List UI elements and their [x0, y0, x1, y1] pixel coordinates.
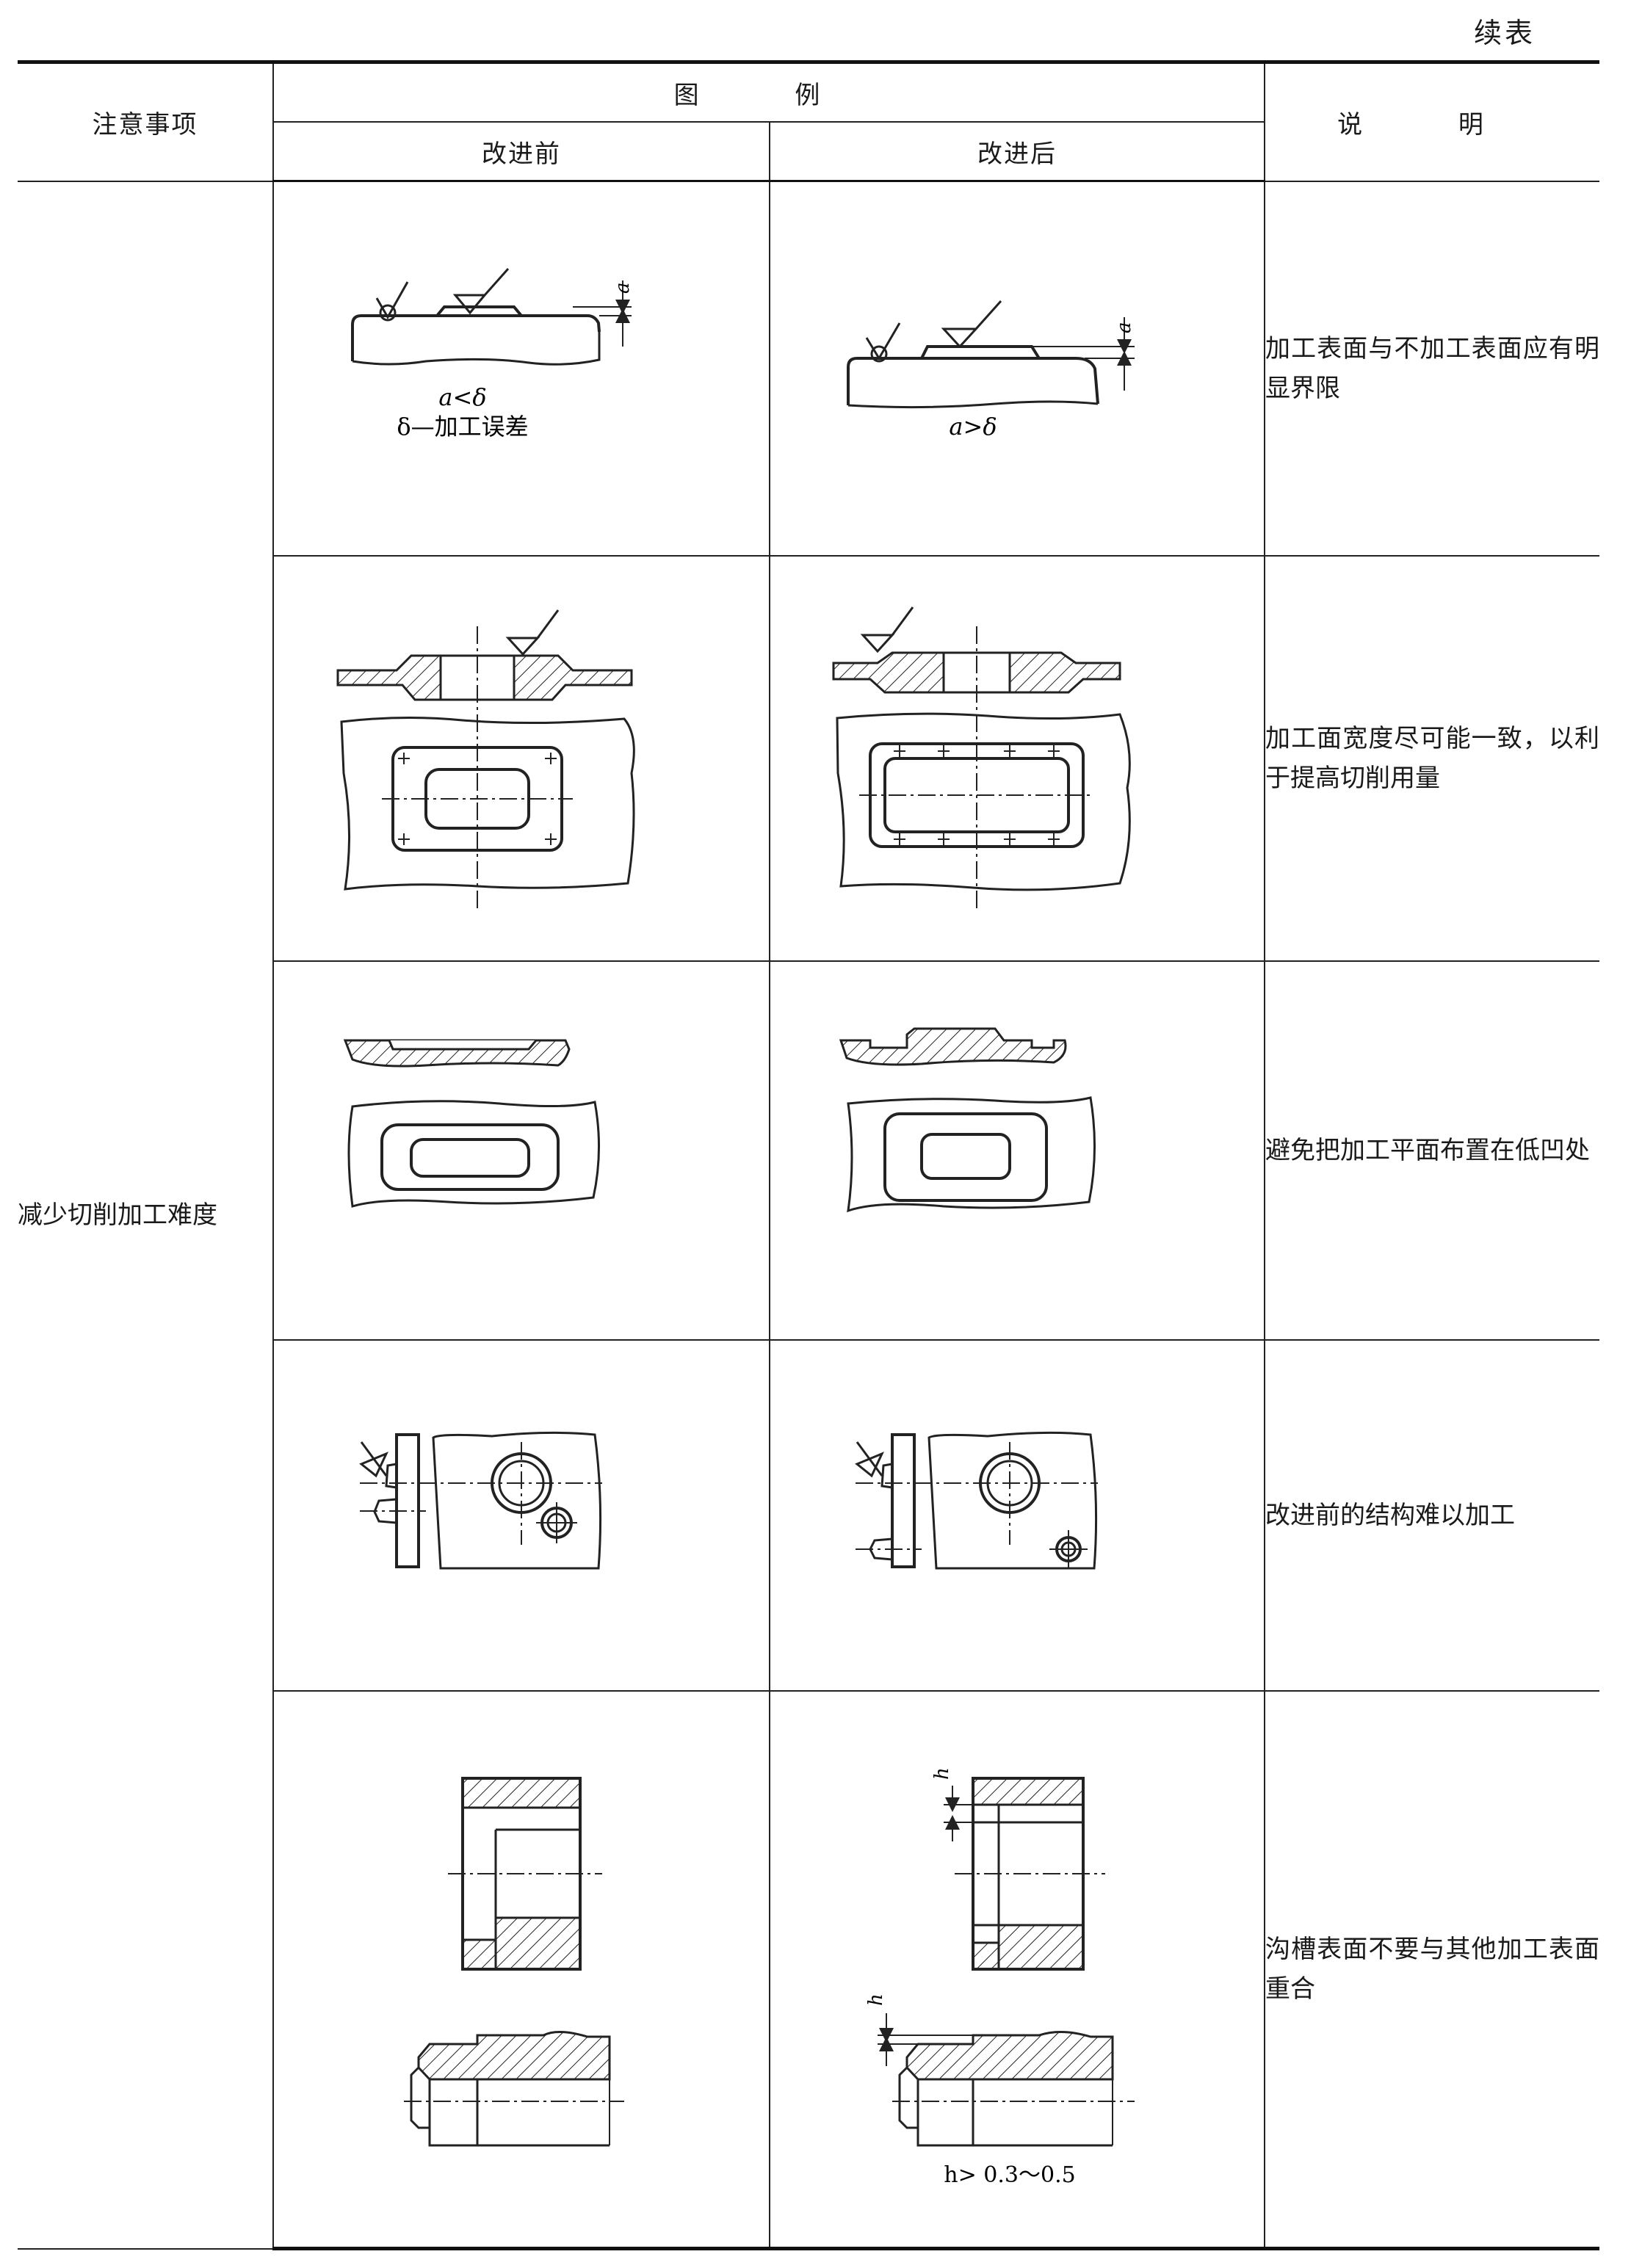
row3-note: 避免把加工平面布置在低凹处 — [1264, 960, 1599, 1341]
row1-before-dim: a — [612, 282, 634, 294]
row5-after-figure: h h h> 0.3～0.5 — [769, 1689, 1265, 2250]
row5-before-figure — [273, 1689, 770, 2250]
category-label: 减少切削加工难度 — [18, 180, 274, 2250]
header-after: 改进后 — [769, 121, 1265, 182]
row5-after-dim-1: h — [931, 1767, 953, 1780]
row1-before-figure: a a<δ δ—加工误差 — [272, 180, 770, 557]
header-note: 说 明 — [1264, 60, 1599, 182]
row1-note: 加工表面与不加工表面应有明显界限 — [1264, 180, 1599, 557]
continued-label: 续表 — [1473, 17, 1536, 49]
row4-after-figure — [769, 1338, 1265, 1692]
row2-note: 加工面宽度尽可能一致，以利于提高切削用量 — [1264, 554, 1599, 962]
row3-before-figure — [273, 960, 770, 1341]
row5-note: 沟槽表面不要与其他加工表面重合 — [1264, 1689, 1599, 2250]
row1-before-caption-1: a<δ — [438, 383, 486, 411]
row4-before-figure — [273, 1338, 770, 1692]
row5-after-dim-2: h — [865, 1993, 887, 2006]
header-figure: 图 例 — [272, 60, 1265, 123]
header-item: 注意事项 — [18, 60, 274, 182]
row5-after-caption: h> 0.3～0.5 — [944, 2162, 1075, 2188]
row2-before-figure — [273, 554, 770, 962]
row1-after-dim: a — [1113, 322, 1135, 333]
row4-note: 改进前的结构难以加工 — [1264, 1338, 1599, 1692]
row2-after-figure — [769, 554, 1265, 962]
row3-after-figure — [769, 960, 1265, 1341]
header-before: 改进前 — [273, 121, 770, 182]
row1-after-caption: a>δ — [949, 413, 997, 441]
design-guideline-table: 注意事项 图 例 说 明 改进前 改进后 减少切削加工难度 a a<δ δ— — [18, 60, 1599, 2250]
row1-before-caption-2: δ—加工误差 — [397, 413, 528, 441]
row1-after-figure: a a>δ — [769, 180, 1265, 557]
